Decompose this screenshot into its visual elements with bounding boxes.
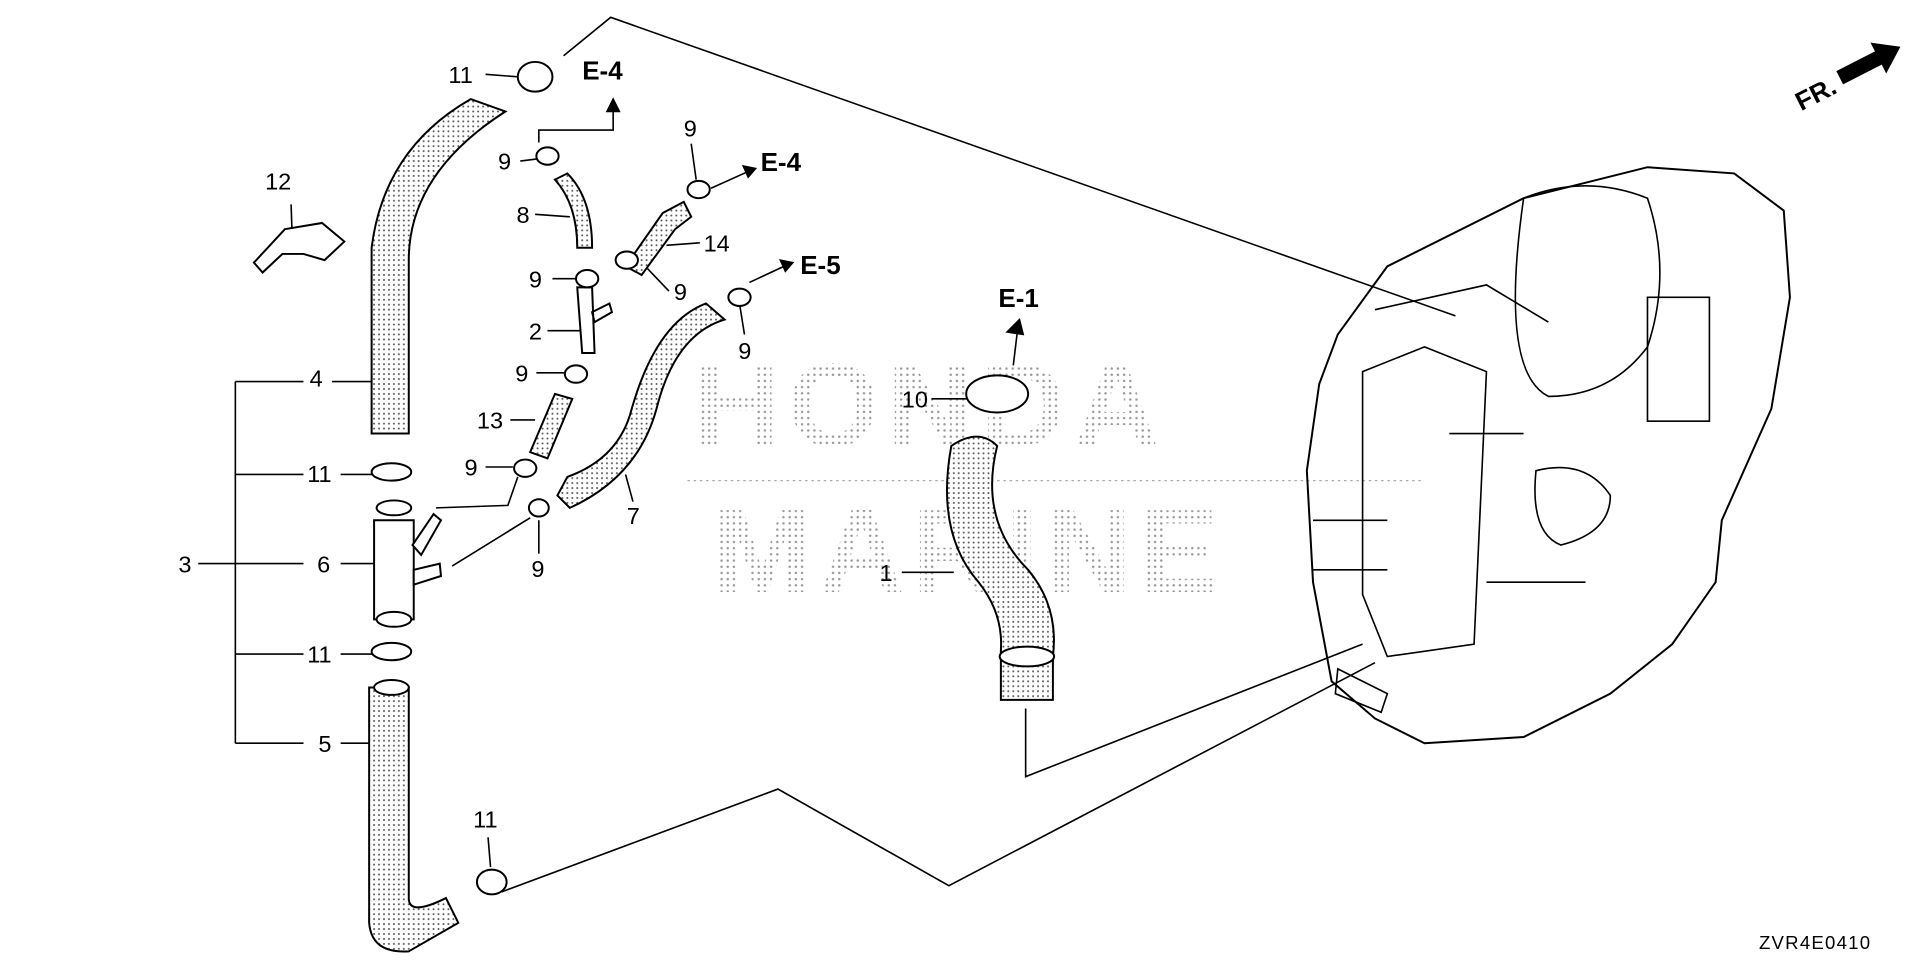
arrow-icon [1836, 42, 1901, 85]
hose-1 [946, 435, 1055, 701]
callout-9[interactable]: 9 [498, 149, 511, 175]
leader-lines [290, 73, 1025, 868]
engine-illustration [1305, 166, 1791, 745]
clamps-9 [513, 146, 752, 518]
clamp-10 [965, 374, 1030, 414]
clamp-11d [475, 868, 508, 896]
callout-9[interactable]: 9 [531, 556, 544, 582]
callout-1[interactable]: 1 [879, 560, 892, 586]
joint-6 [373, 519, 415, 621]
callout-9[interactable]: 9 [674, 279, 687, 305]
callout-5[interactable]: 5 [318, 731, 331, 757]
hose-4 [370, 98, 508, 435]
hose-8 [553, 172, 594, 249]
ref-e1[interactable]: E-1 [998, 283, 1038, 313]
holder-12 [252, 221, 346, 274]
hose-13 [528, 392, 574, 460]
callout-9[interactable]: 9 [515, 361, 528, 387]
front-direction-indicator: FR. [1790, 42, 1901, 117]
clamp-11c [370, 641, 413, 662]
callout-13[interactable]: 13 [477, 408, 503, 434]
callout-9[interactable]: 9 [465, 455, 478, 481]
hose-14 [624, 200, 693, 277]
clamp-11a [516, 60, 554, 93]
callout-11[interactable]: 11 [448, 62, 472, 88]
callout-7[interactable]: 7 [627, 503, 640, 529]
hose-5 [368, 686, 460, 953]
callout-numbers: 11 9 8 9 2 9 13 9 9 9 14 9 9 7 12 4 11 3… [178, 62, 928, 832]
callout-12[interactable]: 12 [265, 169, 291, 195]
joint-2 [576, 286, 614, 355]
callout-14[interactable]: 14 [704, 230, 730, 256]
callout-6[interactable]: 6 [317, 551, 330, 577]
callout-3[interactable]: 3 [178, 551, 191, 577]
ref-e4-right[interactable]: E-4 [761, 147, 802, 177]
callout-4[interactable]: 4 [310, 365, 323, 391]
callout-8[interactable]: 8 [517, 202, 530, 228]
ref-e4-top[interactable]: E-4 [582, 55, 623, 85]
callout-9[interactable]: 9 [738, 338, 751, 364]
callout-2[interactable]: 2 [529, 318, 542, 344]
callout-9[interactable]: 9 [684, 115, 697, 141]
watermark-honda: HONDA [694, 339, 1167, 472]
diagram-code: ZVR4E0410 [1759, 932, 1871, 953]
callout-10[interactable]: 10 [902, 387, 928, 413]
front-label: FR. [1790, 71, 1841, 117]
callout-11[interactable]: 11 [307, 461, 331, 487]
clamp-11b [370, 462, 413, 482]
honda-marine-watermark: HONDA MARINE [687, 339, 1425, 618]
parts [252, 60, 1056, 953]
callout-11[interactable]: 11 [307, 642, 331, 668]
callout-9[interactable]: 9 [529, 266, 542, 292]
callout-11[interactable]: 11 [473, 806, 497, 832]
hose-7 [556, 302, 727, 510]
ref-e5[interactable]: E-5 [800, 250, 840, 280]
assembly-lines [198, 16, 1456, 893]
